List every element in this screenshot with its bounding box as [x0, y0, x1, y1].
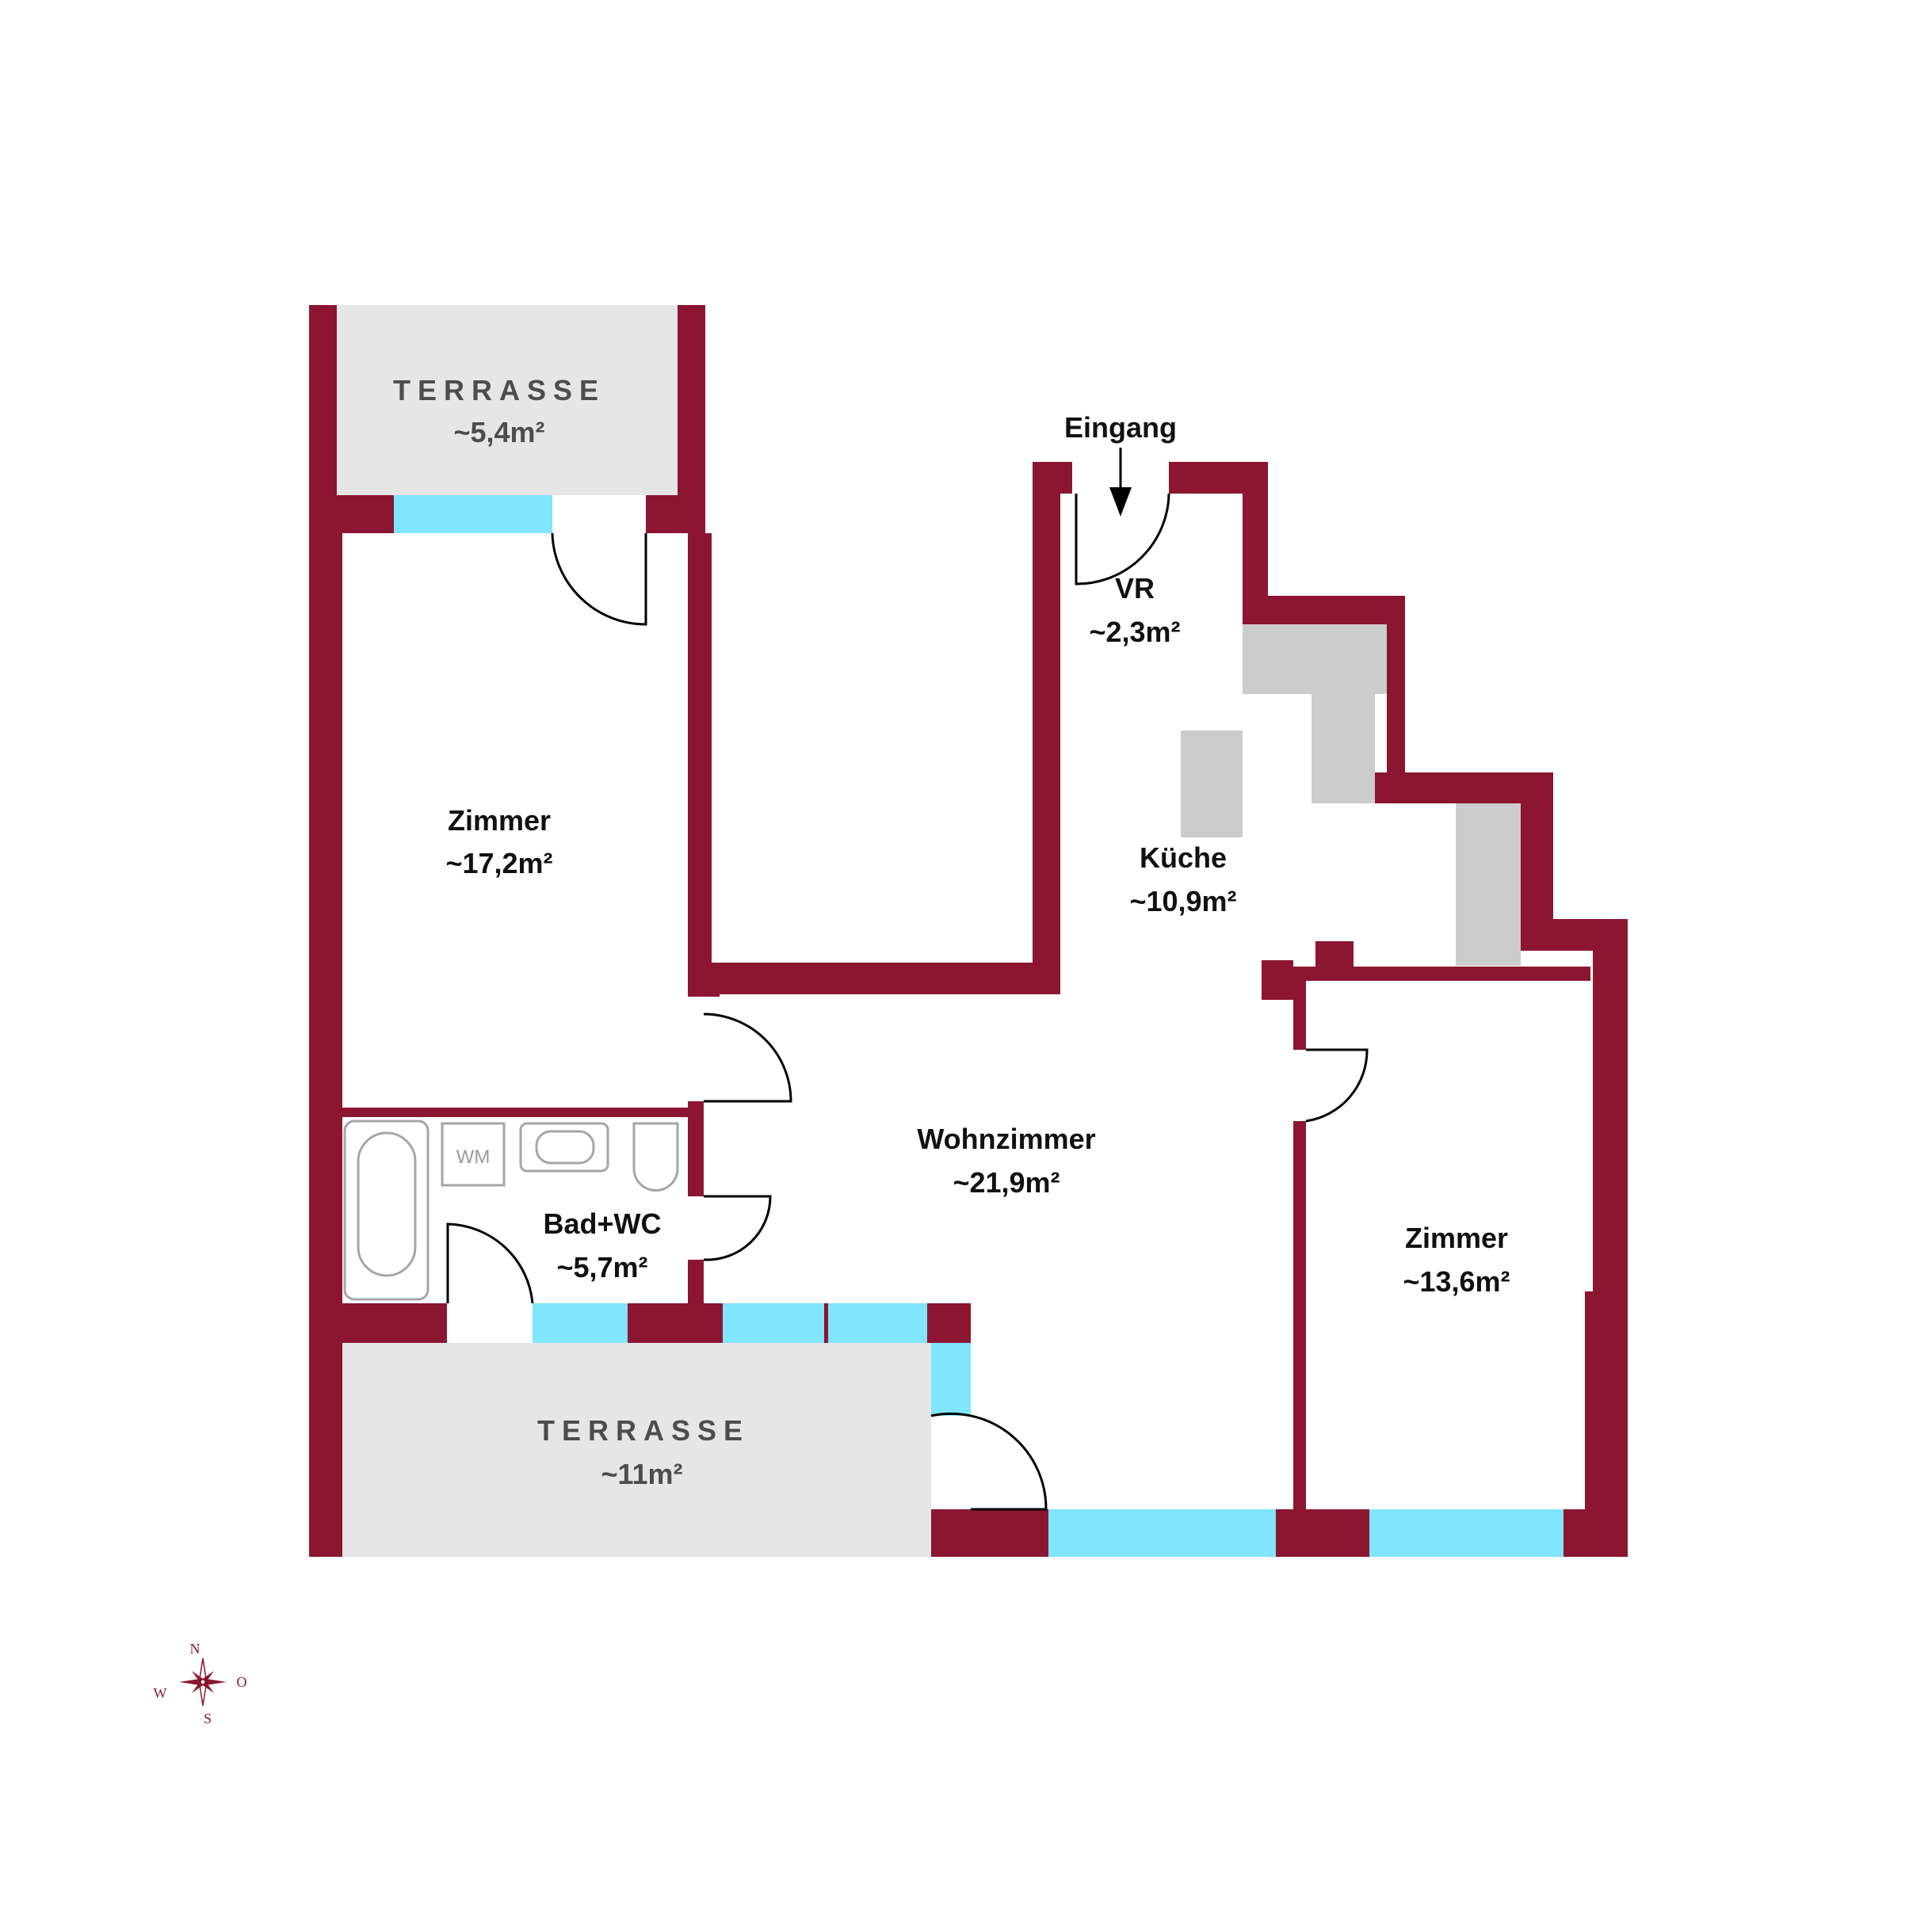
compass-east: O [237, 1674, 247, 1690]
terrace-bottom-area: ~11m² [601, 1458, 682, 1490]
vr-area: ~2,3m² [1089, 616, 1180, 648]
entrance-arrow-icon [1109, 448, 1132, 517]
terrace-top-area: ~5,4m² [453, 416, 544, 448]
windows [394, 495, 1564, 1557]
kueche-label: Küche [1140, 841, 1227, 874]
zimmer-right-area: ~13,6m² [1403, 1265, 1510, 1298]
terrace-top-floor [337, 305, 678, 495]
bad-area: ~5,7m² [556, 1251, 647, 1283]
compass-north: N [190, 1641, 200, 1657]
kitchen-units [1181, 624, 1521, 966]
sink [519, 1122, 609, 1173]
zimmer-right-label: Zimmer [1405, 1222, 1508, 1254]
washing-machine [441, 1122, 506, 1187]
kueche-area: ~10,9m² [1129, 885, 1236, 917]
bathtub [343, 1119, 430, 1301]
terrace-bottom-floor [341, 1343, 931, 1557]
doors [446, 493, 1369, 1511]
bad-label: Bad+WC [543, 1207, 661, 1240]
terrace-bottom-label: TERRASSE [537, 1414, 750, 1447]
terrace-top-label: TERRASSE [393, 374, 605, 406]
entrance-label: Eingang [1064, 411, 1177, 444]
walls [309, 305, 1628, 1557]
compass-rose-icon [179, 1657, 227, 1707]
wohnzimmer-label: Wohnzimmer [917, 1123, 1095, 1155]
toilet [632, 1122, 679, 1192]
washing-machine-label: WM [456, 1146, 491, 1168]
zimmer-left-area: ~17,2m² [445, 847, 552, 879]
vr-label: VR [1115, 572, 1155, 605]
bathroom-fixtures [343, 1119, 679, 1301]
zimmer-left-label: Zimmer [448, 804, 551, 837]
compass-west: W [154, 1685, 167, 1701]
wohnzimmer-area: ~21,9m² [953, 1166, 1060, 1199]
compass-south: S [204, 1711, 212, 1726]
